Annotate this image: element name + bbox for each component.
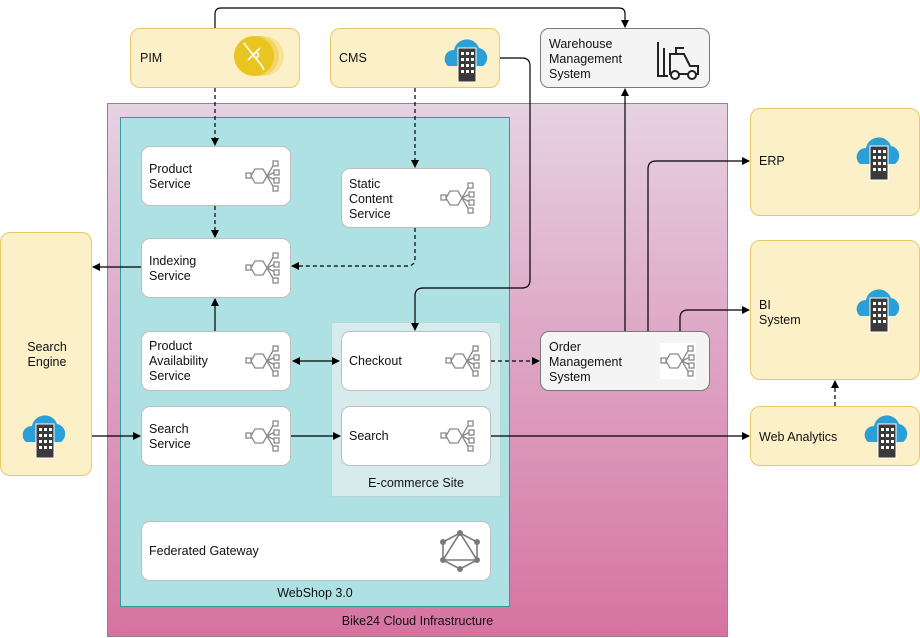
indexing-service-node[interactable]: Indexing Service [141,238,291,298]
cms-label: CMS [339,51,367,65]
microservice-icon [440,420,475,452]
edge-oms-bi [679,306,750,331]
ecommerce-site-label: E-commerce Site [368,476,464,490]
search-node[interactable]: Search [341,406,491,466]
edge-static-indexing [291,228,416,270]
microservice-icon [245,345,280,377]
web-analytics-label: Web Analytics [759,430,838,444]
search-service-node[interactable]: Search Service [141,406,291,466]
edge-pim-warehouse [214,7,629,28]
static-content-service-label: Static Content Service [349,177,393,221]
microservice-icon [245,252,280,284]
cloud-building-icon [864,415,908,459]
product-service-label: Product Service [149,162,193,191]
microservice-icon [445,345,480,377]
pim-label: PIM [140,51,163,65]
warehouse-label: Warehouse Management System [549,37,622,81]
checkout-label: Checkout [349,354,402,368]
microservice-icon [245,160,280,192]
edge-oms-erp [647,157,750,331]
bi-system-label: BI System [759,298,801,327]
cloud-building-icon [444,39,488,83]
forklift-icon [657,42,699,80]
indexing-service-label: Indexing Service [149,254,197,283]
product-service-node[interactable]: Product Service [141,146,291,206]
static-content-service-node[interactable]: Static Content Service [341,168,491,228]
order-management-system-label: Order Management System [549,340,622,384]
erp-label: ERP [759,154,785,168]
search-service-label: Search Service [149,422,191,451]
graphql-icon [440,530,480,572]
microservice-icon [440,182,475,214]
cloud-building-icon [856,289,900,333]
search-engine-label: Search Engine [27,340,67,369]
federated-gateway-label: Federated Gateway [149,544,259,558]
cloud-building-icon [856,137,900,181]
warehouse-node[interactable]: Warehouse Management System [540,28,710,88]
product-availability-service-node[interactable]: Product Availability Service [141,331,291,391]
microservice-icon [245,420,280,452]
microservice-icon [660,343,696,379]
checkout-node[interactable]: Checkout [341,331,491,391]
edge-cms-checkout [411,57,531,331]
product-availability-service-label: Product Availability Service [149,339,208,383]
cloud-building-icon [22,415,66,459]
cloud-infrastructure-label: Bike24 Cloud Infrastructure [341,614,494,628]
pim-icon [234,36,284,76]
search-label: Search [349,429,389,443]
webshop-label: WebShop 3.0 [277,586,353,600]
federated-gateway-node[interactable]: Federated Gateway [141,521,491,581]
